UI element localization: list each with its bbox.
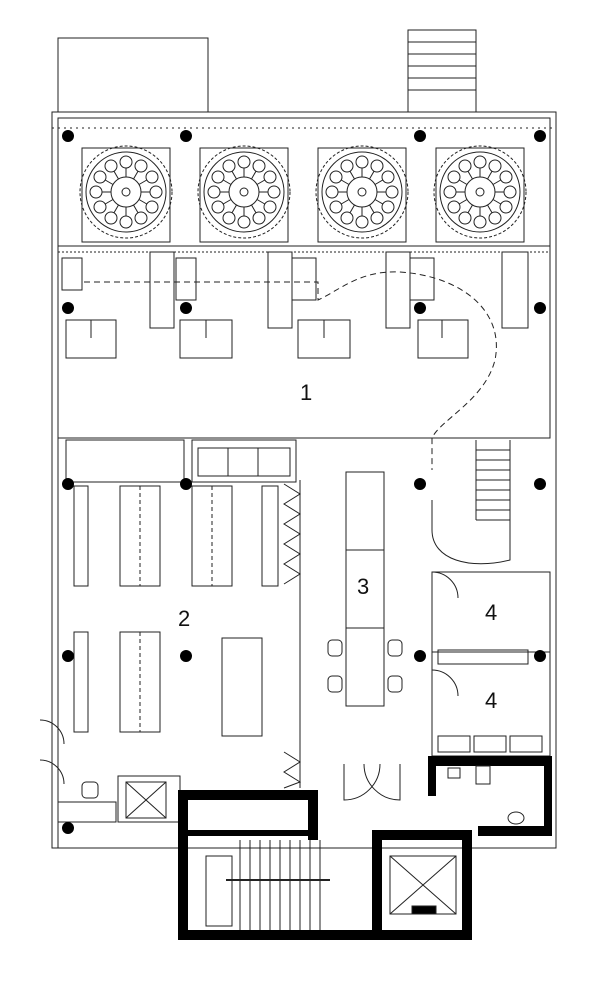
room-label-4b: 4 [485, 688, 497, 713]
column-icon [62, 822, 74, 834]
door-swing-icon [39, 571, 459, 801]
chair-icon [81, 639, 403, 799]
room-label-2: 2 [178, 606, 190, 631]
column-icon [62, 302, 74, 314]
column-icon [62, 478, 74, 490]
folding-partition [283, 483, 302, 789]
column-icon [180, 478, 192, 490]
column-icon [534, 302, 546, 314]
column-icon [62, 650, 74, 662]
room-labels: 1 2 3 4 4 [178, 380, 497, 713]
plan-linework [51, 29, 557, 849]
machine-rotary-icon [79, 145, 173, 243]
machine-rotary-icon [433, 145, 527, 243]
column-icon [414, 650, 426, 662]
machine-rotary-icon [315, 145, 409, 243]
column-icon [534, 478, 546, 490]
column-icon [180, 302, 192, 314]
room-label-4a: 4 [485, 600, 497, 625]
column-icon [180, 130, 192, 142]
elevator-icon [389, 855, 457, 915]
room-label-1: 1 [300, 380, 312, 405]
column-icon [414, 130, 426, 142]
machine-rotary-icon [197, 145, 291, 243]
staircase-icon [205, 840, 330, 930]
column-icon [534, 650, 546, 662]
column-icon [414, 478, 426, 490]
machine-group [79, 145, 527, 243]
column-icons [62, 130, 546, 834]
column-icon [180, 650, 192, 662]
toilet-icon [447, 765, 525, 825]
structural-walls [178, 756, 552, 940]
room-label-3: 3 [357, 574, 369, 599]
column-icon [534, 130, 546, 142]
column-icon [62, 130, 74, 142]
column-icon [414, 302, 426, 314]
